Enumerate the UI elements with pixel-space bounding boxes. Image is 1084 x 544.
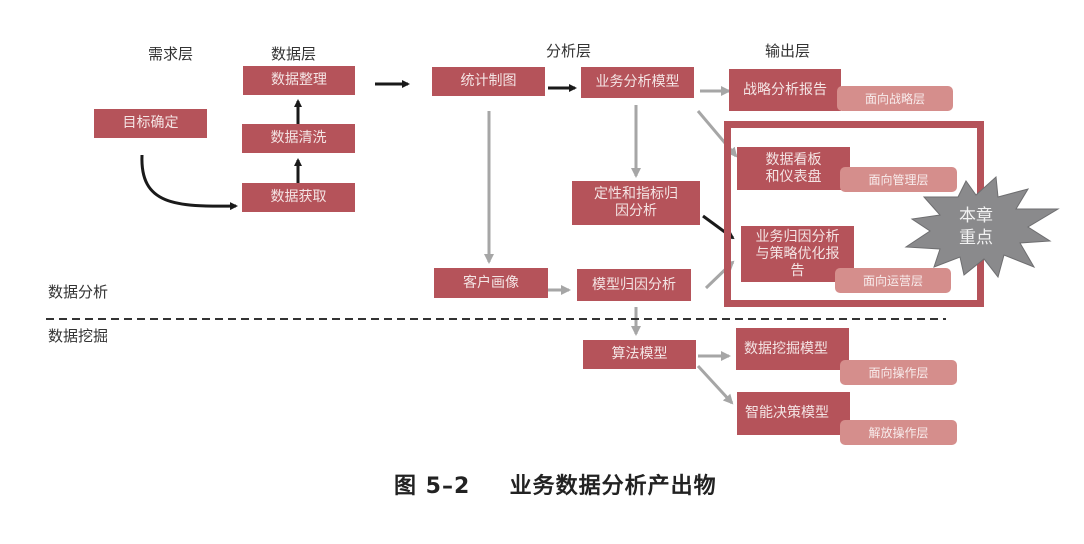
layer-header-output: 输出层 (765, 42, 811, 60)
node-algorithm-model: 算法模型 (583, 340, 696, 369)
node-qual-attribution-line2: 因分析 (615, 203, 657, 219)
arrow-algorithm-to-decision (696, 364, 734, 405)
highlight-burst-icon (904, 175, 1060, 279)
node-biz-attribution-line3: 告 (790, 262, 805, 279)
tag-operations: 面向运营层 (835, 268, 951, 293)
section-label-mining: 数据挖掘 (48, 327, 109, 345)
highlight-label: 本章 重点 (946, 205, 1006, 249)
node-qual-attribution-line1: 定性和指标归 (594, 186, 678, 202)
node-data-acquire: 数据获取 (242, 183, 355, 212)
node-dashboard-line2: 和仪表盘 (765, 168, 822, 185)
node-biz-model: 业务分析模型 (581, 67, 694, 98)
tag-operation-facing: 面向操作层 (840, 360, 957, 385)
figure-number: 图 5–2 (394, 474, 471, 499)
node-customer-profile: 客户画像 (434, 268, 548, 298)
node-mining-model: 数据挖掘模型 (736, 328, 849, 370)
node-qual-attribution: 定性和指标归 因分析 (572, 181, 700, 225)
figure-caption: 图 5–2 业务数据分析产出物 (394, 468, 717, 500)
node-stat-charts: 统计制图 (432, 67, 545, 96)
node-goal: 目标确定 (94, 109, 207, 138)
node-biz-attribution-line1: 业务归因分析 (755, 228, 840, 245)
section-label-analysis: 数据分析 (48, 283, 109, 301)
tag-strategy: 面向战略层 (837, 86, 953, 111)
tag-management: 面向管理层 (840, 167, 957, 192)
tag-operation-freeing: 解放操作层 (840, 420, 957, 445)
layer-header-analysis: 分析层 (546, 42, 592, 60)
node-biz-attribution-line2: 与策略优化报 (755, 245, 840, 262)
node-dashboard-line1: 数据看板 (765, 151, 822, 168)
arrow-goal-to-acquire (140, 154, 238, 211)
node-data-organize: 数据整理 (243, 66, 355, 95)
node-dashboard: 数据看板 和仪表盘 (737, 147, 850, 190)
node-model-attribution: 模型归因分析 (577, 269, 691, 301)
node-data-clean: 数据清洗 (242, 124, 355, 153)
figure-title: 业务数据分析产出物 (509, 474, 717, 499)
layer-header-demand: 需求层 (148, 45, 194, 63)
highlight-label-line1: 本章 (959, 206, 993, 226)
node-strategy-report: 战略分析报告 (729, 69, 841, 111)
node-decision-model: 智能决策模型 (737, 392, 850, 435)
highlight-label-line2: 重点 (959, 228, 993, 248)
layer-header-data: 数据层 (271, 45, 317, 63)
